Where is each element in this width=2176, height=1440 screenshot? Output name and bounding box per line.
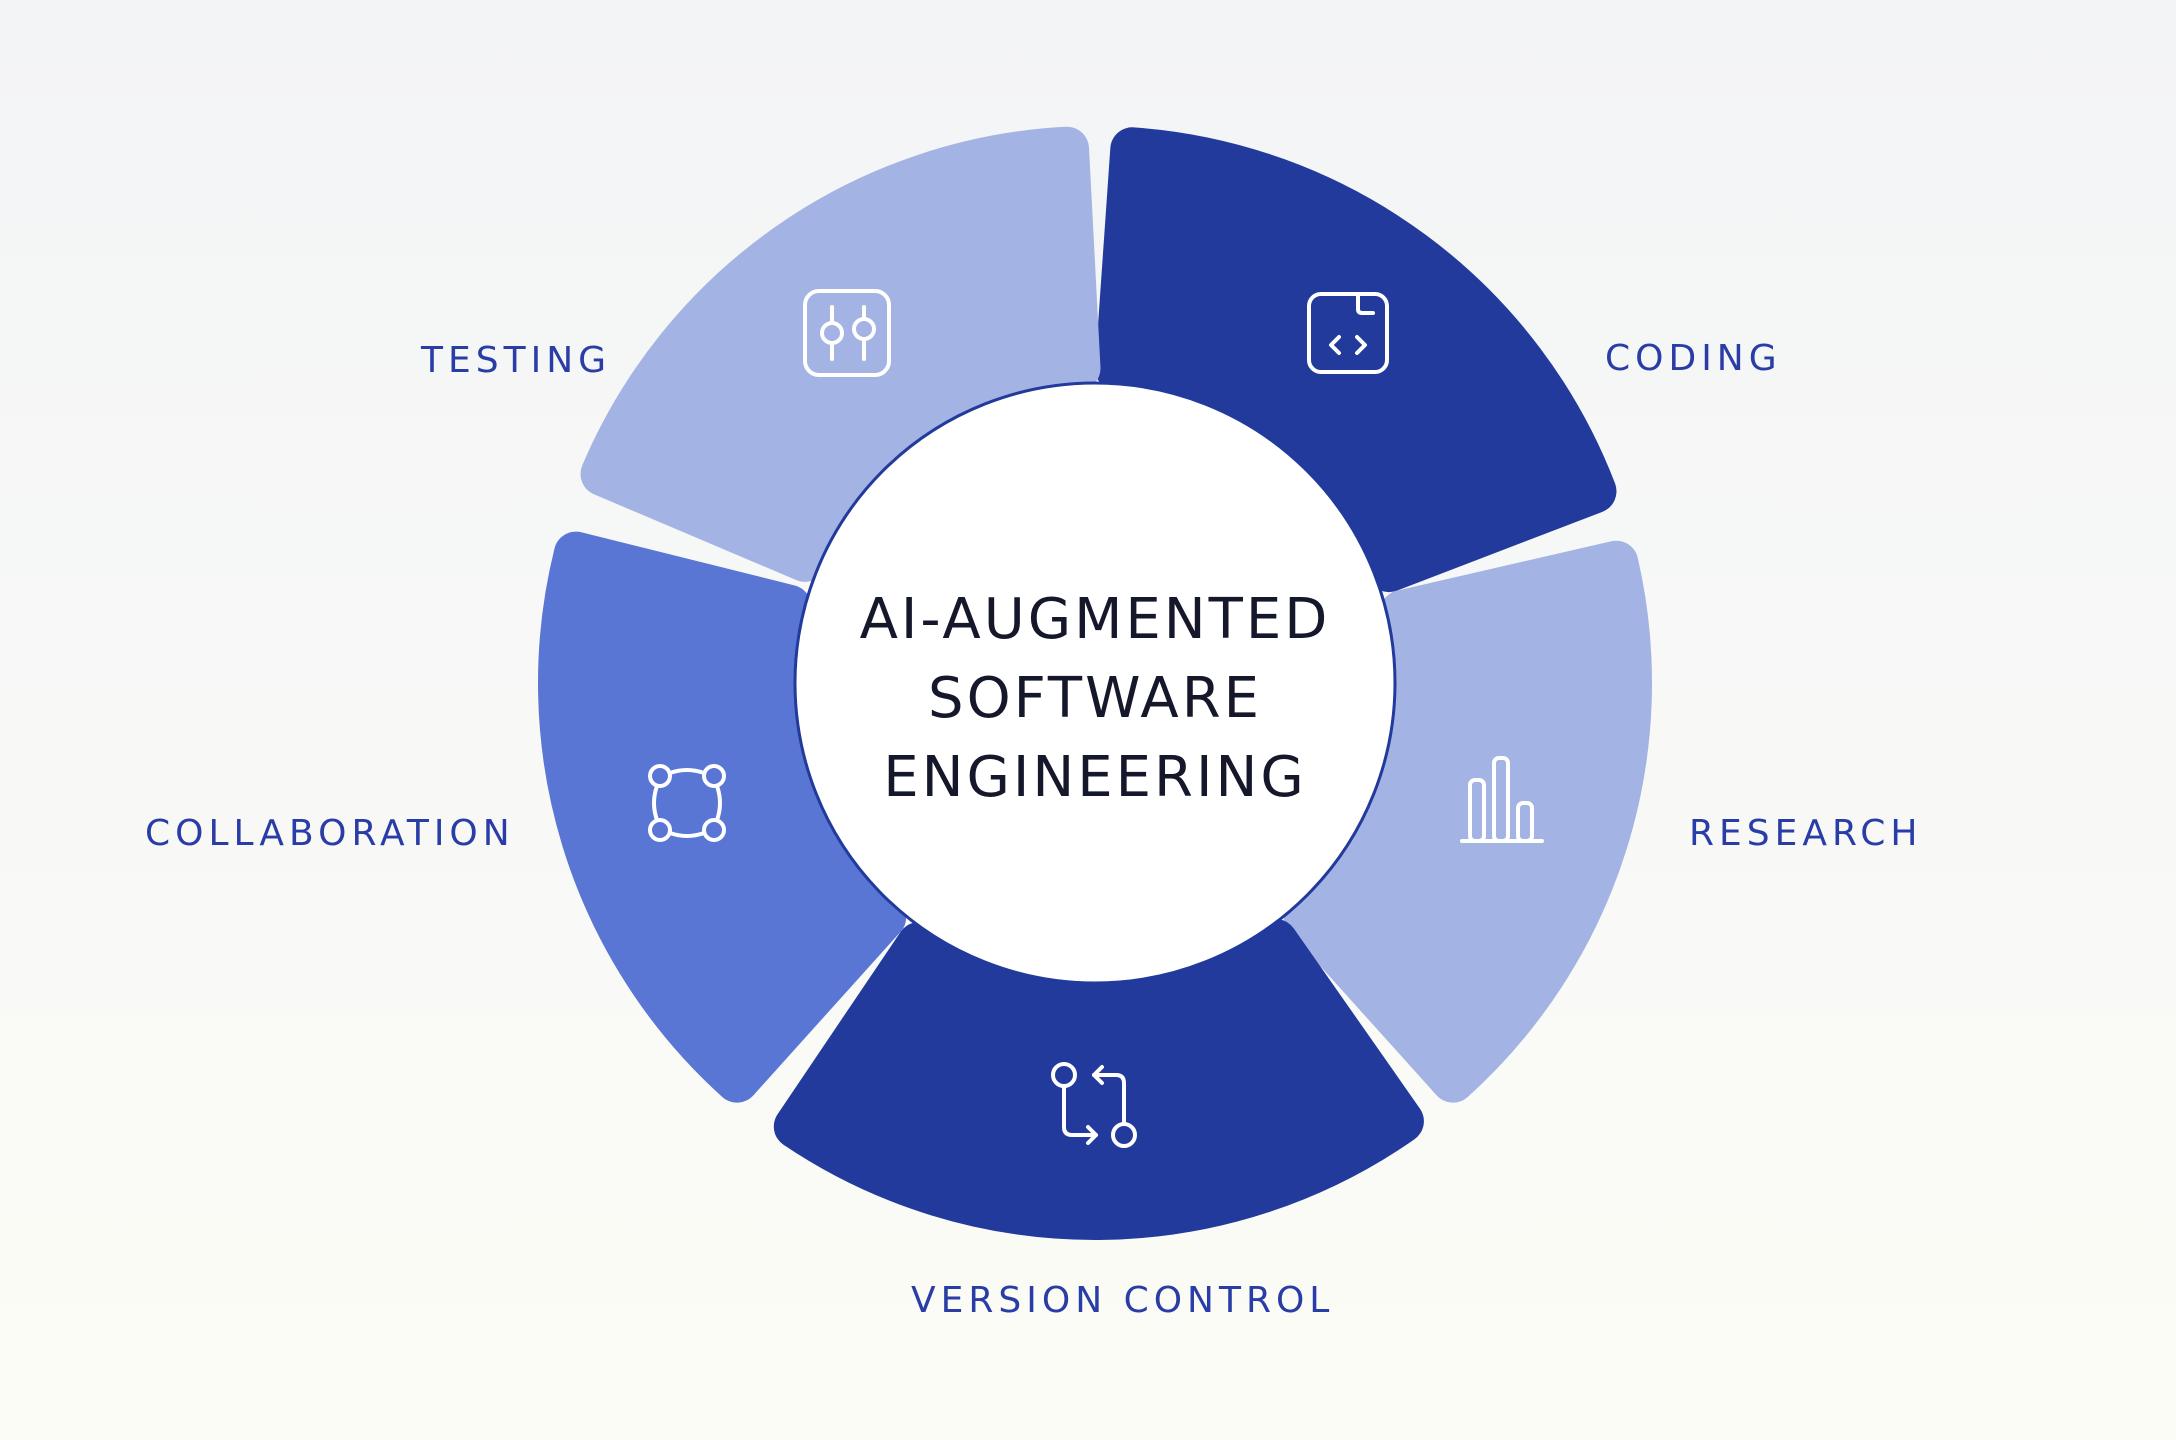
code-file-icon bbox=[1307, 292, 1389, 374]
segment-testing bbox=[580, 126, 1101, 582]
label-version-control: VERSION CONTROL bbox=[911, 1280, 1335, 1321]
git-compare-icon bbox=[1051, 1062, 1137, 1148]
segment-collaboration bbox=[538, 531, 907, 1103]
diagram-title: AI-AUGMENTED SOFTWARE ENGINEERING bbox=[795, 580, 1395, 817]
label-research: RESEARCH bbox=[1689, 813, 1923, 854]
label-coding: CODING bbox=[1605, 338, 1782, 379]
segment-coding bbox=[1095, 127, 1617, 593]
sliders-icon bbox=[803, 289, 891, 377]
label-testing: TESTING bbox=[421, 340, 612, 381]
icons-layer bbox=[648, 289, 1544, 1148]
title-line-2: SOFTWARE bbox=[928, 666, 1262, 731]
segment-research bbox=[1283, 540, 1652, 1103]
title-line-1: AI-AUGMENTED bbox=[859, 587, 1331, 652]
bar-chart-icon bbox=[1460, 756, 1544, 843]
network-nodes-icon bbox=[648, 764, 726, 842]
title-line-3: ENGINEERING bbox=[883, 745, 1307, 810]
label-collaboration: COLLABORATION bbox=[145, 813, 515, 854]
center-circle bbox=[793, 381, 1397, 985]
